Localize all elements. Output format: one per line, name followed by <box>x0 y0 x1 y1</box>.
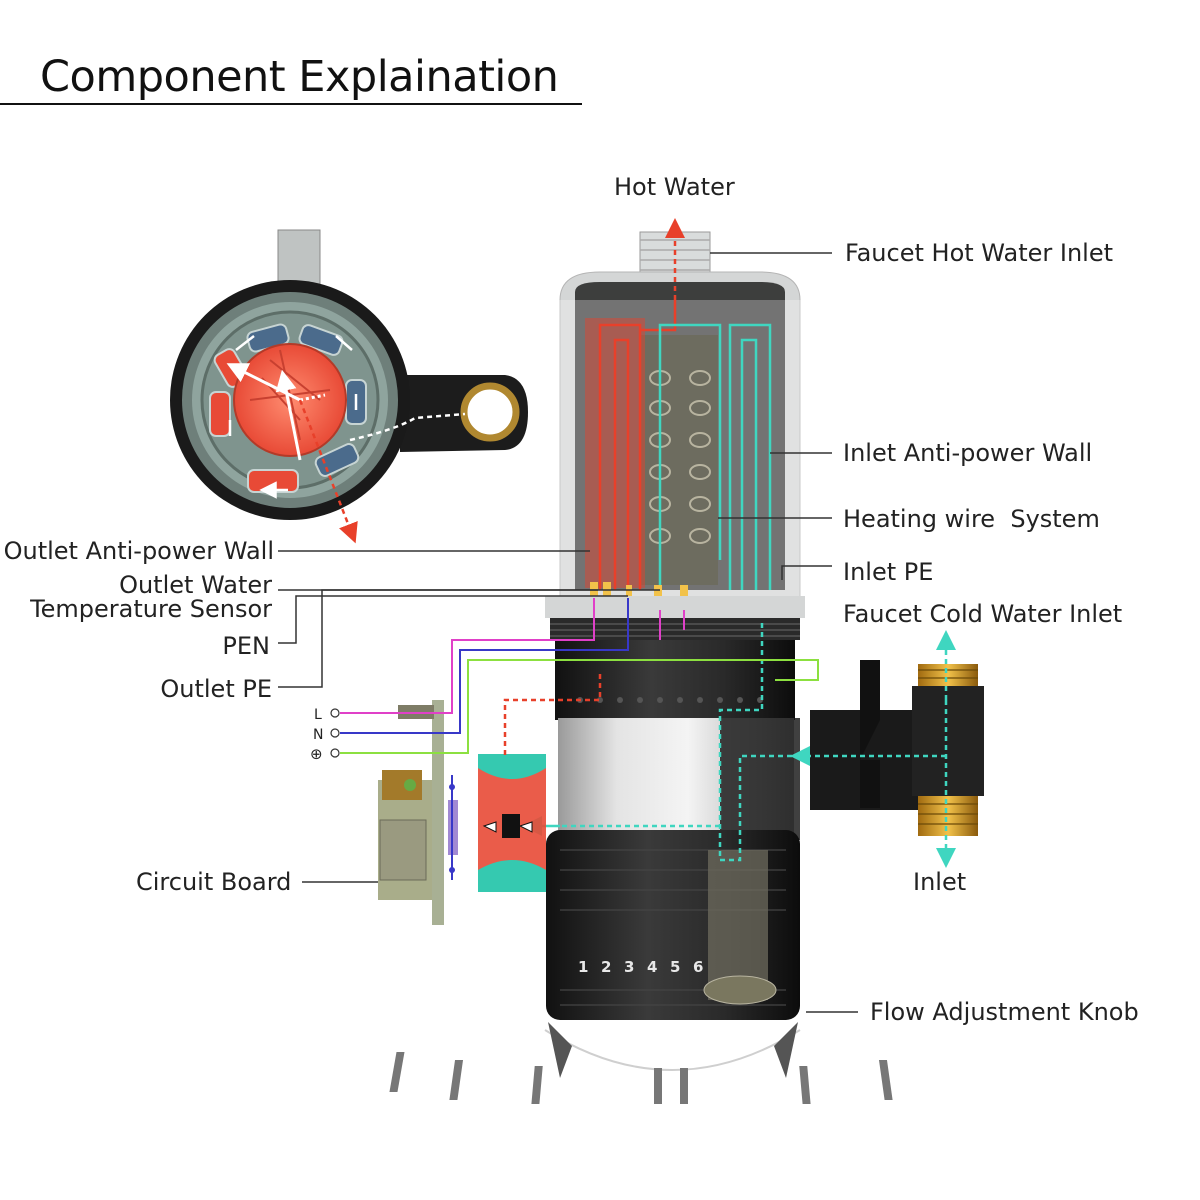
control-valve <box>478 670 602 892</box>
circuit-board: L N ⊕ <box>310 700 458 925</box>
knob-number: 6 <box>693 958 703 976</box>
knob-number: 3 <box>624 958 634 976</box>
terminal-n-label: N <box>313 727 323 743</box>
label-pen: PEN <box>222 632 270 660</box>
label-inlet-pe: Inlet PE <box>843 558 934 586</box>
label-flow-adjustment-knob: Flow Adjustment Knob <box>870 998 1139 1026</box>
knob-number: 2 <box>601 958 611 976</box>
rotation-arrows <box>389 1022 893 1104</box>
title-underline <box>0 103 582 105</box>
label-inlet-anti-power-wall: Inlet Anti-power Wall <box>843 439 1093 467</box>
wiring <box>440 598 819 754</box>
heater-body <box>389 218 893 1104</box>
label-inlet: Inlet <box>913 868 967 896</box>
label-outlet-water-temp-sensor-line1: Outlet Water <box>119 571 272 599</box>
terminal-ground-label: ⊕ <box>310 745 323 763</box>
label-faucet-hot-water-inlet: Faucet Hot Water Inlet <box>845 239 1113 267</box>
cold-inlet-pipe <box>790 630 984 868</box>
knob-number: 4 <box>647 958 657 976</box>
knob-number: 5 <box>670 958 680 976</box>
label-circuit-board: Circuit Board <box>136 868 292 896</box>
knob-number: 1 <box>578 958 588 976</box>
page-title: Component Explaination <box>40 52 559 102</box>
label-outlet-pe: Outlet PE <box>160 675 272 703</box>
label-hot-water: Hot Water <box>614 173 735 201</box>
label-outlet-anti-power-wall: Outlet Anti-power Wall <box>3 537 274 565</box>
leader-lines <box>278 252 858 1013</box>
label-outlet-water-temp-sensor-line2: Temperature Sensor <box>30 595 272 623</box>
terminal-l-label: L <box>314 707 322 723</box>
label-faucet-cold-water-inlet: Faucet Cold Water Inlet <box>843 600 1123 628</box>
label-heating-wire-system: Heating wire System <box>843 505 1100 533</box>
cross-section-detail <box>170 229 528 544</box>
